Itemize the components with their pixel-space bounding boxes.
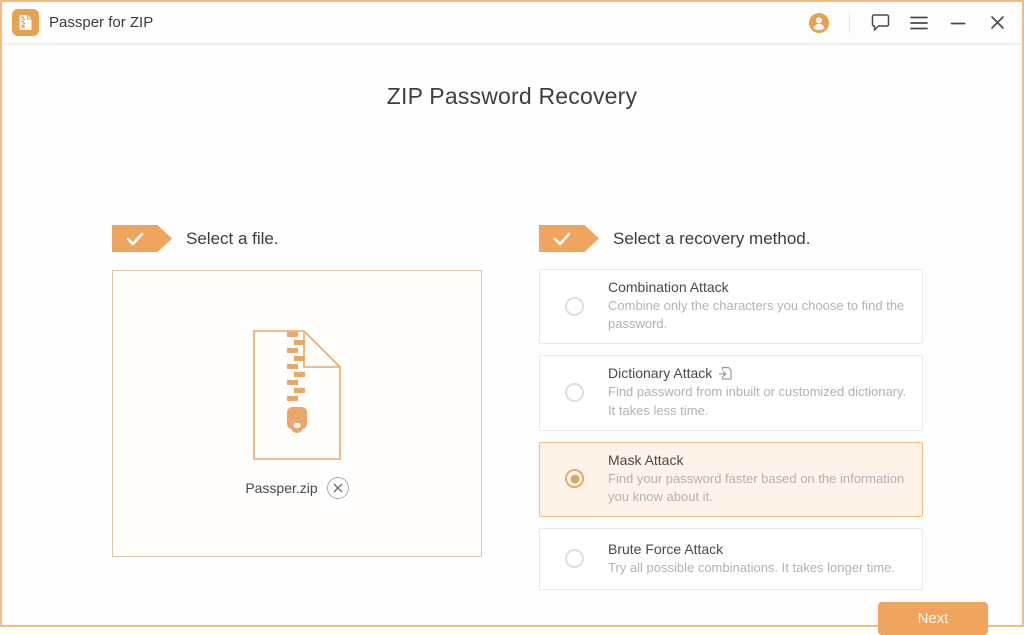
step-select-file: Select a file. [112, 225, 279, 252]
method-text: Mask Attack Find your password faster ba… [608, 452, 908, 506]
method-text: Brute Force Attack Try all possible comb… [608, 541, 908, 577]
file-name: Passper.zip [245, 479, 318, 496]
method-text: Dictionary Attack Find password from inb… [608, 365, 908, 419]
method-text: Combination Attack Combine only the char… [608, 279, 908, 333]
close-icon[interactable] [986, 12, 1008, 34]
method-combination-attack[interactable]: Combination Attack Combine only the char… [539, 269, 923, 345]
app-title: Passper for ZIP [49, 14, 154, 31]
check-icon [553, 232, 571, 245]
step-check-tag [539, 225, 599, 252]
step-select-method-label: Select a recovery method. [613, 228, 811, 248]
method-list: Combination Attack Combine only the char… [539, 269, 923, 591]
account-icon[interactable] [808, 12, 830, 34]
minimize-icon[interactable] [947, 12, 969, 34]
method-brute-force-attack[interactable]: Brute Force Attack Try all possible comb… [539, 528, 923, 591]
method-description: Combine only the characters you choose t… [608, 298, 905, 332]
radio-unselected[interactable] [565, 549, 584, 569]
step-select-file-label: Select a file. [186, 228, 279, 248]
import-dictionary-icon[interactable] [718, 366, 732, 381]
zip-file-icon [253, 329, 341, 460]
method-title: Combination Attack [608, 279, 729, 295]
file-label-row: Passper.zip [245, 476, 349, 499]
step-check-tag [112, 225, 172, 252]
titlebar-controls [808, 12, 1008, 34]
method-title: Mask Attack [608, 451, 684, 468]
method-mask-attack[interactable]: Mask Attack Find your password faster ba… [539, 441, 923, 518]
radio-unselected[interactable] [565, 383, 584, 403]
next-button[interactable]: Next [878, 602, 988, 635]
method-title: Brute Force Attack [608, 540, 724, 557]
step-select-method: Select a recovery method. [539, 225, 810, 252]
method-title: Dictionary Attack [608, 365, 713, 382]
method-dictionary-attack[interactable]: Dictionary Attack Find password from inb… [539, 355, 923, 431]
remove-file-icon[interactable] [326, 476, 349, 499]
method-description: Find your password faster based on the i… [608, 470, 905, 504]
method-description: Find password from inbuilt or customized… [608, 384, 907, 418]
check-icon [126, 232, 144, 245]
app-logo-icon [12, 9, 39, 36]
menu-icon[interactable] [908, 12, 930, 34]
title-bar: Passper for ZIP [2, 2, 1022, 45]
main-content: ZIP Password Recovery Select a file. Sel… [2, 45, 1022, 635]
selected-file-box[interactable]: Passper.zip [112, 270, 482, 557]
titlebar-divider [849, 12, 850, 33]
feedback-icon[interactable] [869, 12, 891, 34]
method-description: Try all possible combinations. It takes … [608, 559, 896, 575]
radio-selected[interactable] [565, 469, 584, 489]
radio-unselected[interactable] [565, 296, 584, 316]
page-title: ZIP Password Recovery [386, 83, 638, 109]
